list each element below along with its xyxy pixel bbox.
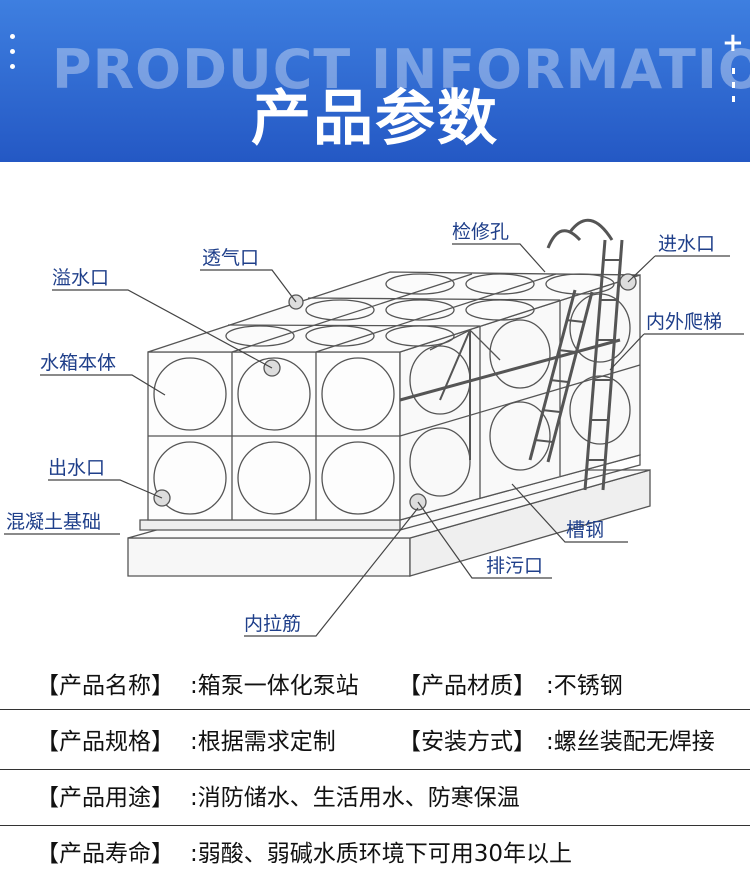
spec-row-life: 【产品寿命】 :弱酸、弱碱水质环境下可用30年以上	[0, 826, 750, 882]
spec-value: :箱泵一体化泵站	[190, 673, 359, 699]
header-banner: PRODUCT INFORMATION 产品参数 +	[0, 0, 750, 162]
spec-key: 【安装方式】	[398, 729, 536, 755]
label-overflow: 溢水口	[52, 267, 109, 289]
spec-value: :不锈钢	[546, 673, 623, 699]
spec-value: :根据需求定制	[190, 729, 336, 755]
divider	[0, 825, 750, 826]
label-outlet: 出水口	[48, 457, 105, 479]
label-vent: 透气口	[202, 247, 259, 269]
tank-diagram: 溢水口 透气口 检修孔 进水口 内外爬梯 水箱本体 出水口 混凝土基础 槽钢 排…	[4, 218, 744, 637]
label-tank-body: 水箱本体	[40, 352, 116, 374]
spec-value: :弱酸、弱碱水质环境下可用30年以上	[190, 841, 573, 867]
label-manhole: 检修孔	[452, 221, 509, 243]
spec-key: 【产品名称】	[36, 673, 174, 699]
label-foundation: 混凝土基础	[6, 511, 101, 533]
decor-dots	[10, 34, 18, 79]
spec-row-name: 【产品名称】 :箱泵一体化泵站 【产品材质】 :不锈钢	[0, 658, 750, 714]
spec-key: 【产品寿命】	[36, 841, 174, 867]
page-title: 产品参数	[251, 84, 499, 154]
spec-row-use: 【产品用途】 :消防储水、生活用水、防寒保温	[0, 770, 750, 826]
label-channel-steel: 槽钢	[566, 519, 604, 541]
spec-list: 【产品名称】 :箱泵一体化泵站 【产品材质】 :不锈钢 【产品规格】 :根据需求…	[0, 658, 750, 882]
spec-value: :消防储水、生活用水、防寒保温	[190, 785, 520, 811]
label-ladder: 内外爬梯	[646, 311, 722, 333]
banner-watermark: PRODUCT INFORMATION	[52, 38, 750, 101]
spec-value: :螺丝装配无焊接	[546, 729, 715, 755]
plus-icon: +	[722, 28, 744, 58]
spec-row-size: 【产品规格】 :根据需求定制 【安装方式】 :螺丝装配无焊接	[0, 714, 750, 770]
spec-key: 【产品用途】	[36, 785, 174, 811]
label-tie-rod: 内拉筋	[244, 613, 301, 635]
decor-dashes	[732, 68, 735, 110]
label-drain: 排污口	[486, 555, 543, 577]
spec-key: 【产品材质】	[398, 673, 536, 699]
label-inlet: 进水口	[658, 233, 715, 255]
spec-key: 【产品规格】	[36, 729, 174, 755]
divider	[0, 769, 750, 770]
divider	[0, 709, 750, 710]
